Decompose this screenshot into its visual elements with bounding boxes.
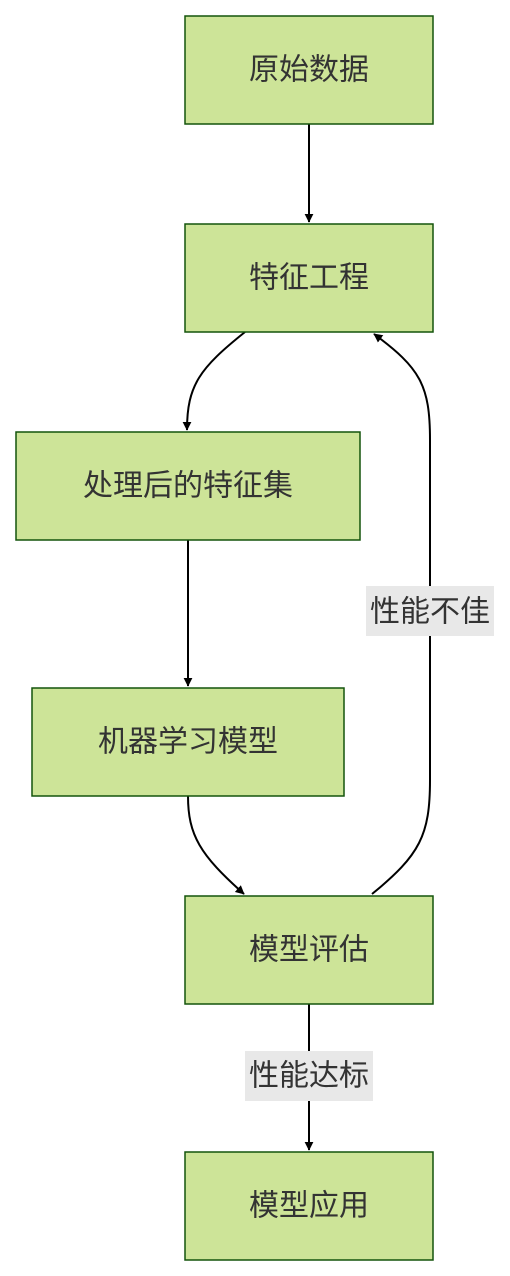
edge-label-poor-performance-text: 性能不佳 bbox=[370, 595, 490, 630]
node-feature-engineering[interactable]: 特征工程 bbox=[184, 223, 434, 333]
node-model-evaluation[interactable]: 模型评估 bbox=[184, 895, 434, 1005]
node-feature-engineering-label: 特征工程 bbox=[249, 261, 369, 296]
node-model-application[interactable]: 模型应用 bbox=[184, 1151, 434, 1261]
node-model-evaluation-label: 模型评估 bbox=[249, 933, 369, 968]
node-processed-features[interactable]: 处理后的特征集 bbox=[15, 431, 361, 541]
node-ml-model-label: 机器学习模型 bbox=[98, 725, 278, 760]
node-raw-data[interactable]: 原始数据 bbox=[184, 15, 434, 125]
edge-ml-model-to-evaluation bbox=[187, 795, 245, 895]
node-ml-model[interactable]: 机器学习模型 bbox=[31, 687, 345, 797]
edge-label-performance-ok: 性能达标 bbox=[245, 1051, 373, 1101]
edge-label-poor-performance: 性能不佳 bbox=[366, 586, 494, 636]
node-raw-data-label: 原始数据 bbox=[249, 53, 369, 88]
edge-feature-engineering-to-processed bbox=[182, 331, 246, 431]
node-processed-features-label: 处理后的特征集 bbox=[83, 469, 293, 504]
node-model-application-label: 模型应用 bbox=[249, 1189, 369, 1224]
edge-label-performance-ok-text: 性能达标 bbox=[249, 1059, 369, 1094]
